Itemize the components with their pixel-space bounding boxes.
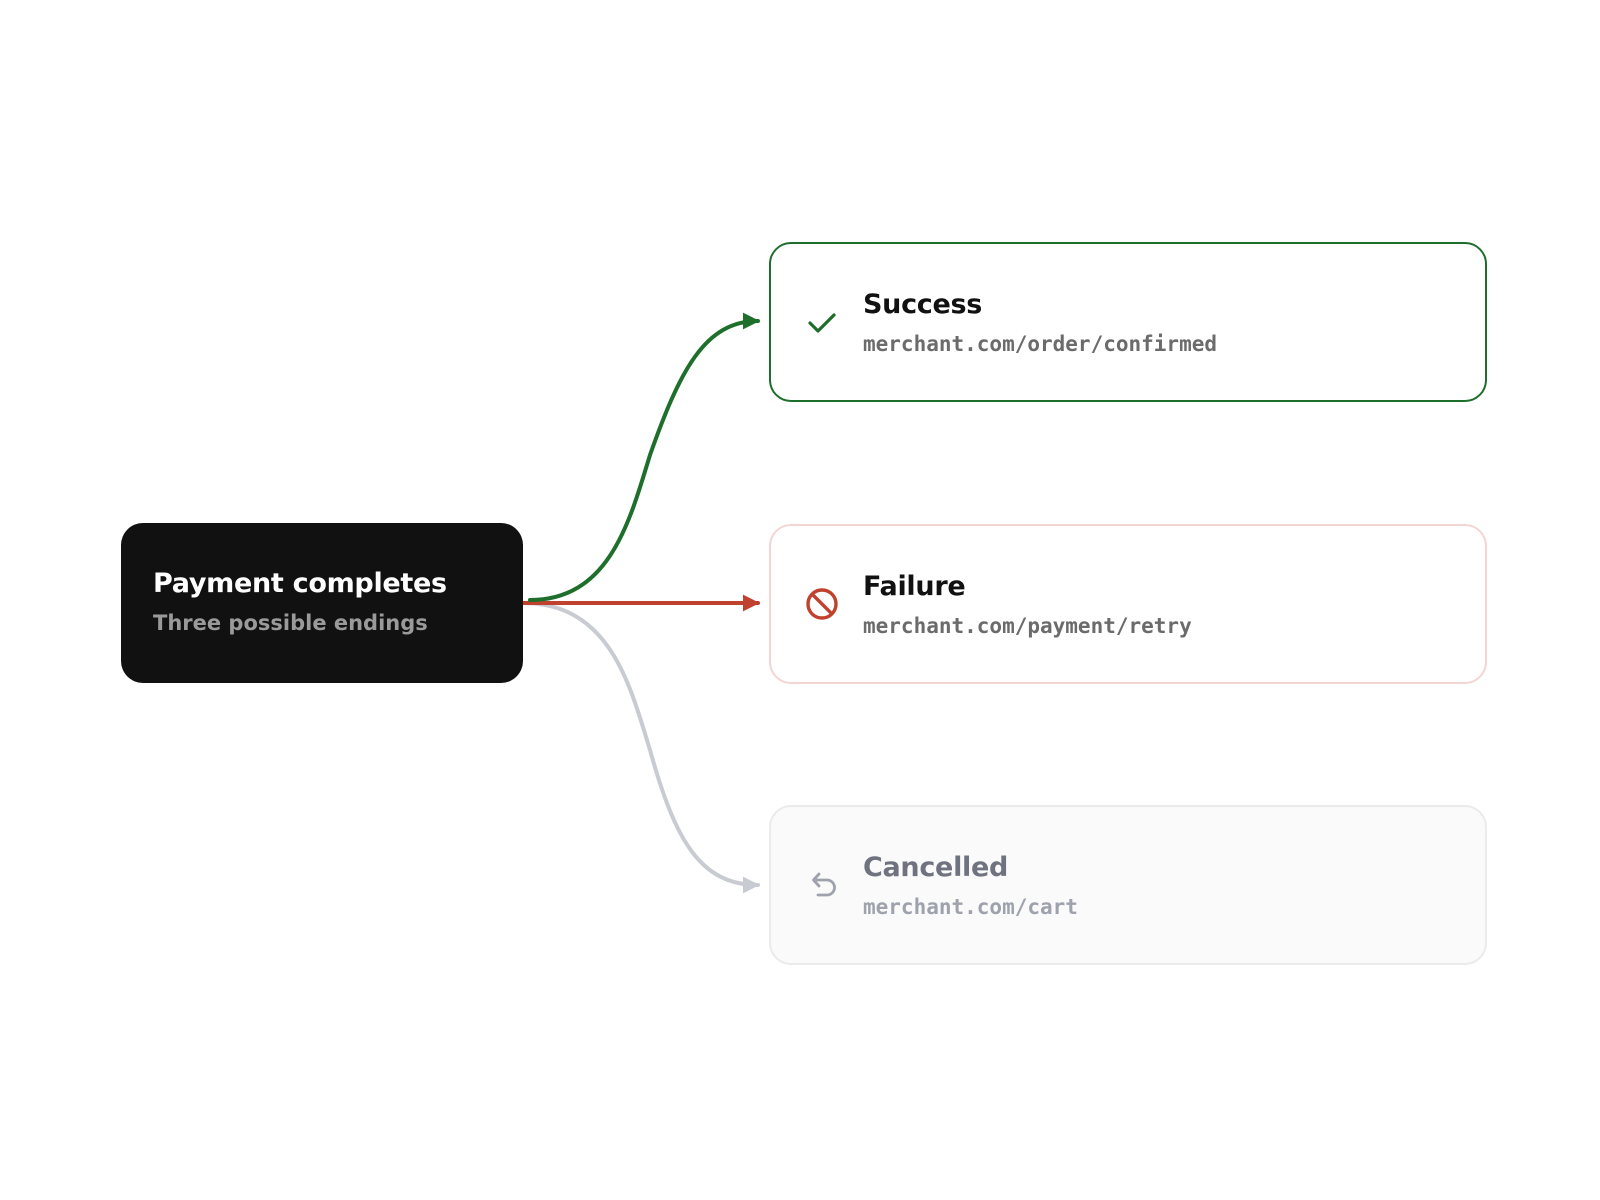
- outcome-title: Cancelled: [863, 852, 1009, 883]
- connector-cancelled: [521, 601, 760, 894]
- blocked-icon: [804, 586, 840, 622]
- check-icon: [804, 304, 840, 340]
- source-title: Payment completes: [153, 568, 447, 599]
- outcome-title: Success: [863, 289, 983, 320]
- outcome-card-failure: Failure merchant.com/payment/retry: [769, 524, 1487, 684]
- outcome-card-cancelled: Cancelled merchant.com/cart: [769, 805, 1487, 965]
- outcome-title: Failure: [863, 571, 966, 602]
- undo-arrow-icon: [804, 867, 840, 903]
- source-subtitle: Three possible endings: [153, 611, 428, 635]
- outcome-card-success: Success merchant.com/order/confirmed: [769, 242, 1487, 402]
- connector-success: [528, 312, 760, 602]
- source-node: Payment completes Three possible endings: [121, 523, 523, 683]
- outcome-url: merchant.com/order/confirmed: [863, 332, 1218, 356]
- outcome-url: merchant.com/payment/retry: [863, 614, 1192, 638]
- outcome-url: merchant.com/cart: [863, 895, 1078, 919]
